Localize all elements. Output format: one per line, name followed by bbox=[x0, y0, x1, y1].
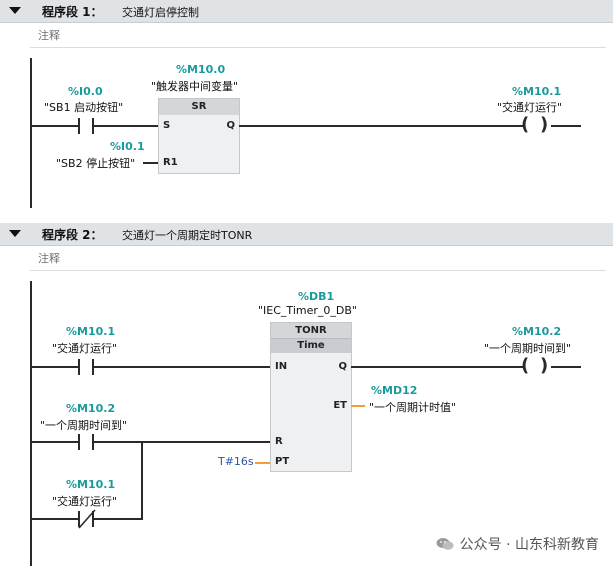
timer-pin-in: IN bbox=[275, 361, 288, 372]
et-output-symbol[interactable]: "一个周期计时值" bbox=[369, 401, 457, 414]
coil-run-right[interactable]: ) bbox=[540, 114, 549, 135]
network-2-header[interactable]: 程序段 2： 交通灯一个周期定时TONR bbox=[0, 223, 613, 246]
timer-pin-r: R bbox=[275, 436, 283, 447]
contact-start-right[interactable] bbox=[92, 118, 94, 134]
wire bbox=[94, 125, 158, 127]
wechat-icon bbox=[436, 538, 454, 550]
timer-address[interactable]: %DB1 bbox=[298, 290, 335, 303]
wire bbox=[94, 441, 270, 443]
network-2-description[interactable]: 交通灯一个周期定时TONR bbox=[122, 229, 253, 242]
pt-input-wire bbox=[255, 462, 270, 464]
collapse-arrow-icon[interactable] bbox=[9, 230, 21, 237]
coil-run-symbol[interactable]: "交通灯运行" bbox=[497, 101, 563, 114]
comment-divider bbox=[30, 270, 606, 271]
wire bbox=[239, 125, 523, 127]
network-1-description[interactable]: 交通灯启停控制 bbox=[122, 6, 199, 19]
contact-run-symbol[interactable]: "交通灯运行" bbox=[52, 342, 118, 355]
contact-start-symbol[interactable]: "SB1 启动按钮" bbox=[44, 101, 124, 114]
watermark-text: 公众号 · 山东科新教育 bbox=[459, 537, 599, 553]
sr-pin-s: S bbox=[163, 120, 171, 131]
sr-symbol[interactable]: "触发器中间变量" bbox=[151, 80, 239, 93]
wire bbox=[141, 441, 143, 520]
contact-start-address[interactable]: %I0.0 bbox=[68, 85, 103, 98]
contact-run-nc-left[interactable] bbox=[78, 511, 80, 527]
contact-period-left[interactable] bbox=[78, 434, 80, 450]
timer-pin-pt: PT bbox=[275, 456, 290, 467]
network-2-title: 程序段 2： bbox=[42, 228, 103, 242]
timer-type: TONR bbox=[271, 323, 351, 338]
collapse-arrow-icon[interactable] bbox=[9, 7, 21, 14]
wire bbox=[94, 518, 142, 520]
power-rail-1 bbox=[30, 58, 32, 208]
timer-symbol[interactable]: "IEC_Timer_0_DB" bbox=[258, 304, 357, 317]
coil-period-symbol[interactable]: "一个周期时间到" bbox=[484, 342, 572, 355]
wire bbox=[551, 125, 581, 127]
sr-block-type: SR bbox=[159, 99, 239, 115]
pt-value[interactable]: T#16s bbox=[218, 455, 254, 468]
wire bbox=[551, 366, 581, 368]
contact-run-left[interactable] bbox=[78, 359, 80, 375]
contact-run-right[interactable] bbox=[92, 359, 94, 375]
timer-subtype[interactable]: Time bbox=[271, 338, 351, 353]
contact-period-right[interactable] bbox=[92, 434, 94, 450]
timer-pin-et: ET bbox=[333, 400, 347, 411]
timer-block[interactable]: TONR Time IN Q ET R PT bbox=[270, 322, 352, 472]
coil-run-left[interactable]: ( bbox=[521, 114, 530, 135]
power-rail-2 bbox=[30, 281, 32, 566]
contact-run-nc-right[interactable] bbox=[92, 511, 94, 527]
sr-pin-q: Q bbox=[226, 120, 235, 131]
comment-divider bbox=[30, 47, 606, 48]
wire bbox=[30, 441, 78, 443]
network-1-title: 程序段 1： bbox=[42, 5, 103, 19]
coil-period-right[interactable]: ) bbox=[540, 355, 549, 376]
contact-period-symbol[interactable]: "一个周期时间到" bbox=[40, 419, 128, 432]
coil-run-address[interactable]: %M10.1 bbox=[512, 85, 562, 98]
sr-pin-r1: R1 bbox=[163, 157, 178, 168]
coil-period-left[interactable]: ( bbox=[521, 355, 530, 376]
sr-block[interactable]: SR S Q R1 bbox=[158, 98, 240, 174]
wire bbox=[94, 366, 270, 368]
et-output-address[interactable]: %MD12 bbox=[371, 384, 418, 397]
network-2-comment[interactable]: 注释 bbox=[38, 252, 60, 265]
wire bbox=[143, 162, 158, 164]
contact-start-left[interactable] bbox=[78, 118, 80, 134]
contact-run-nc-symbol[interactable]: "交通灯运行" bbox=[52, 495, 118, 508]
wire bbox=[30, 125, 78, 127]
timer-pin-q: Q bbox=[338, 361, 347, 372]
network-1-comment[interactable]: 注释 bbox=[38, 29, 60, 42]
wire bbox=[351, 366, 523, 368]
nc-slash-icon bbox=[78, 509, 96, 529]
wire bbox=[30, 518, 78, 520]
contact-run-address[interactable]: %M10.1 bbox=[66, 325, 116, 338]
contact-stop-symbol[interactable]: "SB2 停止按钮" bbox=[56, 157, 136, 170]
network-1-header[interactable]: 程序段 1： 交通灯启停控制 bbox=[0, 0, 613, 23]
coil-period-address[interactable]: %M10.2 bbox=[512, 325, 562, 338]
watermark: 公众号 · 山东科新教育 bbox=[436, 534, 599, 554]
contact-run-nc-address[interactable]: %M10.1 bbox=[66, 478, 116, 491]
contact-period-address[interactable]: %M10.2 bbox=[66, 402, 116, 415]
contact-stop-address[interactable]: %I0.1 bbox=[110, 140, 145, 153]
et-output-wire bbox=[351, 405, 365, 407]
sr-address[interactable]: %M10.0 bbox=[176, 63, 226, 76]
wire bbox=[30, 366, 78, 368]
